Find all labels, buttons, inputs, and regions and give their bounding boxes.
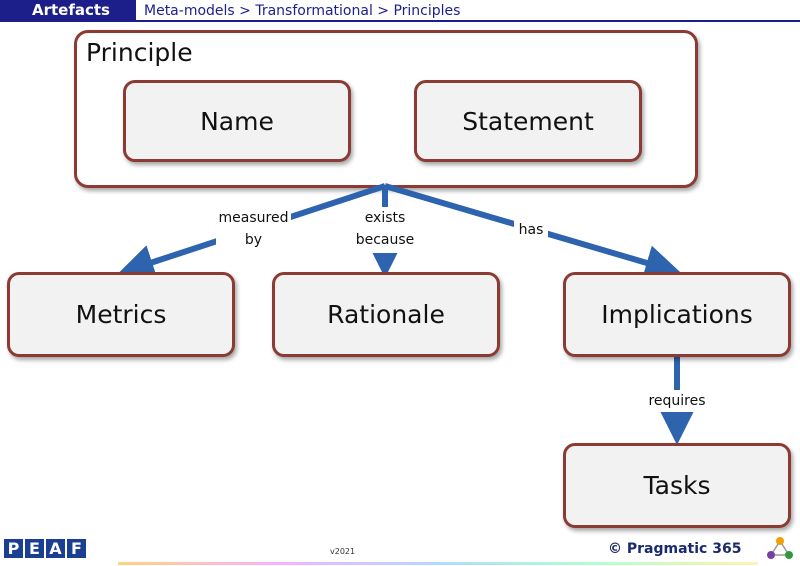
- breadcrumb: Meta-models > Transformational > Princip…: [136, 0, 800, 22]
- node-implications: Implications: [563, 272, 791, 357]
- node-metrics: Metrics: [7, 272, 235, 357]
- edge-label-has: has: [514, 219, 548, 241]
- logo-letter: A: [46, 539, 65, 558]
- edge-label-line: by: [244, 232, 263, 248]
- node-rationale: Rationale: [272, 272, 500, 357]
- footer-rainbow-bar: [118, 562, 758, 565]
- copyright-label: © Pragmatic 365: [608, 541, 742, 557]
- molecule-icon: [767, 537, 793, 559]
- version-label: v2021: [330, 547, 356, 556]
- edge-label-line: exists: [364, 210, 406, 226]
- container-title: Principle: [86, 38, 193, 67]
- edge-label-requires: requires: [645, 390, 709, 412]
- logo-letter: E: [25, 539, 44, 558]
- node-tasks: Tasks: [563, 443, 791, 528]
- node-name: Name: [123, 80, 351, 162]
- edge-label-exists-because: exists because: [351, 207, 419, 253]
- edge-label-measured-by: measured by: [216, 207, 291, 253]
- edge-label-line: because: [355, 232, 415, 248]
- section-tag: Artefacts: [0, 0, 136, 22]
- header-bar: Artefacts Meta-models > Transformational…: [0, 0, 800, 23]
- logo-letter: F: [67, 539, 86, 558]
- node-statement: Statement: [414, 80, 642, 162]
- peaf-logo: P E A F: [4, 539, 86, 558]
- edge-label-line: measured: [218, 210, 289, 226]
- logo-letter: P: [4, 539, 23, 558]
